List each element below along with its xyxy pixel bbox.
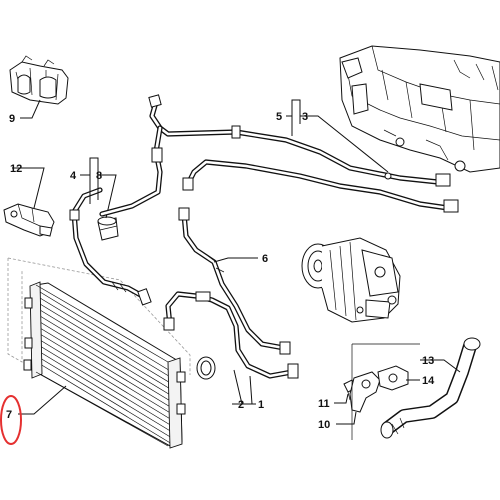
part-14-gasket [377,365,409,391]
callout-7: 7 [6,409,12,421]
callout-12: 12 [10,163,22,175]
leader-13 [420,359,461,373]
part-5-pipe [182,159,459,213]
leader-12 [12,167,45,209]
part-8-filter-dryer [97,216,119,241]
leader-7 [18,385,67,415]
leader-5-3 [286,99,389,173]
callout-9: 9 [9,113,15,125]
reference-frame [351,343,420,440]
callout-11: 11 [318,398,330,410]
callout-4: 4 [70,170,77,182]
callout-5: 5 [276,111,282,123]
part-6-pipe [178,207,291,355]
leader-4-8 [80,157,117,219]
callout-13: 13 [422,355,434,367]
o-ring-seal [196,356,216,380]
part-7-condenser [23,281,186,449]
callout-3: 3 [302,111,308,123]
leader-6 [213,257,258,263]
callout-8: 8 [96,170,102,182]
hvac-evaporator-housing [339,45,500,173]
callout-10: 10 [318,419,330,431]
main-suction-pipe [99,94,441,217]
highlight-circle [0,395,22,445]
part-10-fitting [349,371,381,413]
leader-1-2 [232,369,256,405]
part-13-hose [380,337,481,439]
leader-10 [336,411,357,425]
leader-9 [20,99,41,119]
ac-compressor [301,237,401,323]
part-1-2-pipes [163,291,299,379]
condenser-envelope [7,257,191,375]
part-12-bracket [3,203,55,237]
leader-11 [334,393,349,404]
part-4-pipe [69,187,152,306]
part-9-pipe-clip [9,55,69,105]
callout-1: 1 [258,399,264,411]
callout-2: 2 [238,399,244,411]
callout-14: 14 [422,375,435,387]
callout-6: 6 [262,253,268,265]
